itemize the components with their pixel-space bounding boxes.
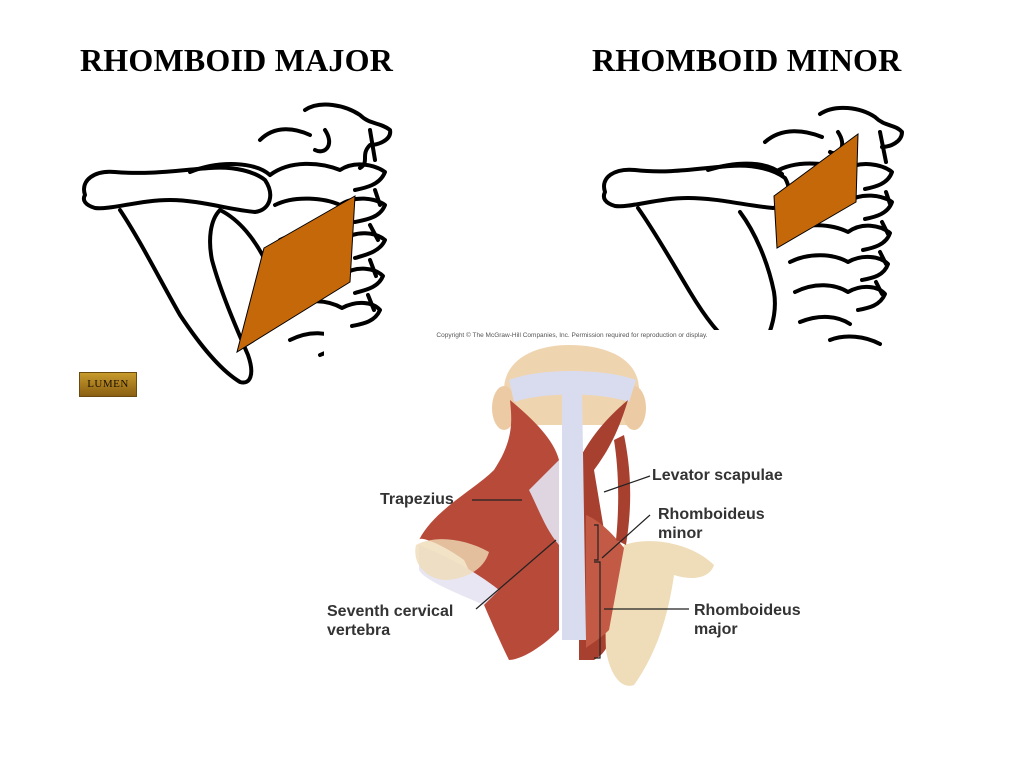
back-muscles-illustration: Copyright © The McGraw-Hill Companies, I… <box>324 330 820 692</box>
title-rhomboid-minor: RHOMBOID MINOR <box>592 42 902 78</box>
rhomboid-major-diagram <box>70 100 410 405</box>
label-rhomboideus-minor-line1: Rhomboideus <box>658 506 765 523</box>
copyright-notice: Copyright © The McGraw-Hill Companies, I… <box>436 332 708 339</box>
rhomboid-major-shape <box>236 195 356 354</box>
label-rhomboideus-minor-line2: minor <box>658 525 703 542</box>
rhomboid-minor-diagram <box>590 92 920 362</box>
label-levator-scapulae: Levator scapulae <box>652 467 783 484</box>
label-rhomboideus-major-line1: Rhomboideus <box>694 602 801 619</box>
label-rhomboideus-major-line2: major <box>694 621 738 638</box>
label-seventh-cervical-line2: vertebra <box>327 622 391 639</box>
title-rhomboid-major: RHOMBOID MAJOR <box>80 42 394 78</box>
lumen-logo: LUMEN <box>79 372 137 397</box>
label-trapezius: Trapezius <box>380 491 454 508</box>
label-seventh-cervical-line1: Seventh cervical <box>327 603 454 620</box>
rhomboid-minor-shape <box>773 132 859 249</box>
